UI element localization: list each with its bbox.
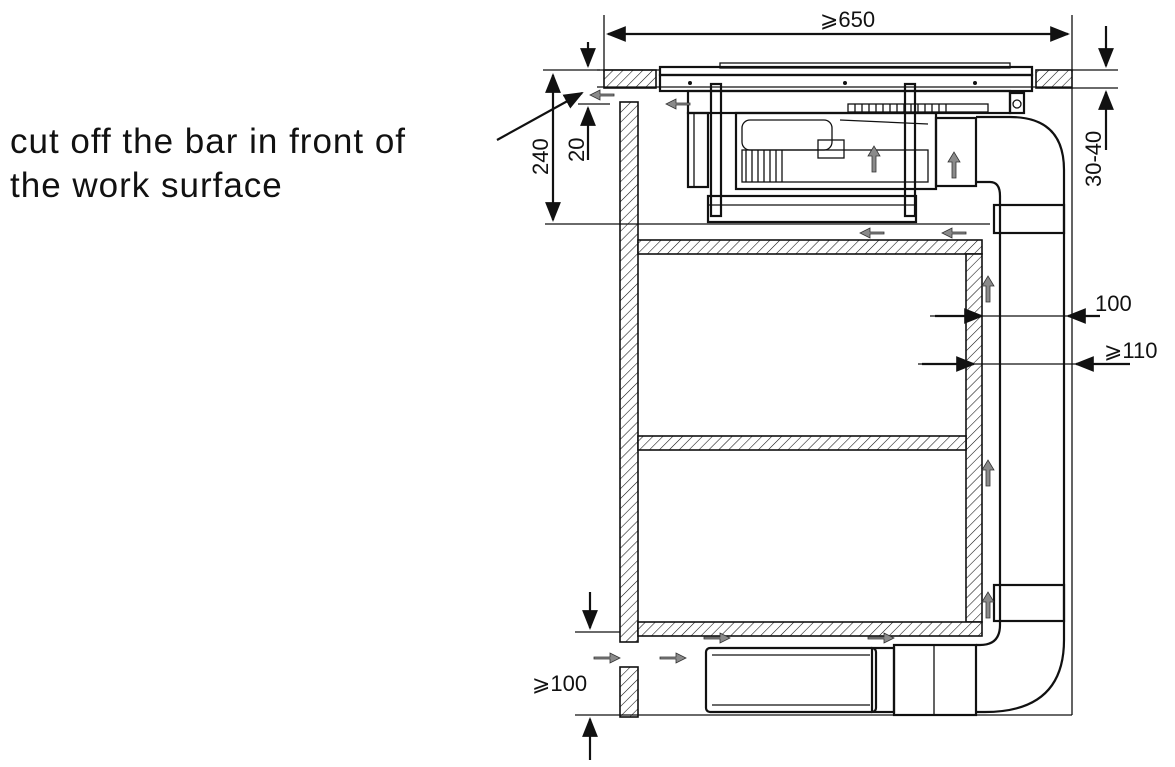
dimension-width-top-label: ⩾650: [820, 7, 875, 32]
dimension-110: ⩾110: [918, 338, 1158, 372]
dimension-100: 100: [930, 291, 1132, 324]
airflow-arrows: [589, 89, 995, 664]
dimension-plinth-100: ⩾100: [532, 592, 620, 760]
annotation-line-1: cut off the bar in front of: [10, 122, 406, 161]
dimension-worktop-30-40-label: 30-40: [1081, 131, 1106, 187]
dimension-plinth-100-label: ⩾100: [532, 671, 587, 696]
extraction-duct: [704, 115, 1066, 717]
dimension-110-label: ⩾110: [1104, 338, 1158, 363]
dimension-height-240: 240: [528, 69, 600, 222]
dimension-width-top: ⩾650: [603, 7, 1073, 72]
annotation-line-2: the work surface: [10, 166, 283, 205]
worktop: [597, 69, 1073, 89]
dimension-gap-20-label: 20: [564, 138, 589, 162]
dimension-height-240-label: 240: [528, 138, 553, 175]
hob-unit: [658, 62, 1034, 224]
cabinet: [545, 88, 1073, 718]
dimension-worktop-30-40: 30-40: [1072, 26, 1118, 187]
dimension-100-label: 100: [1095, 291, 1132, 316]
dimension-gap-20: 20: [564, 42, 610, 162]
annotation-leader-arrow: [496, 92, 584, 141]
